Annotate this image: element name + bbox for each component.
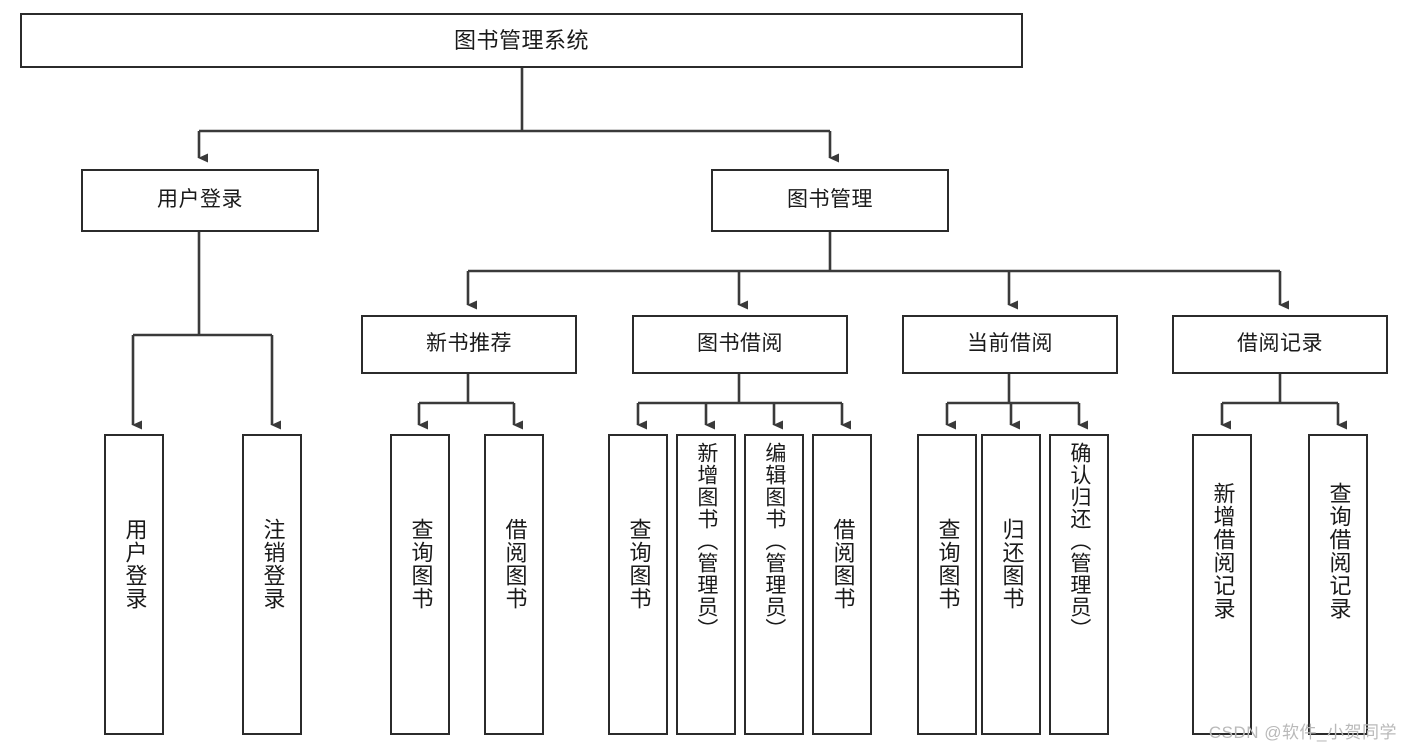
node-label: 编辑图书（管理员） bbox=[762, 442, 786, 640]
leaf-borrow-borrow-books[interactable]: 借阅图书 bbox=[812, 434, 872, 735]
node-label: 查询图书 bbox=[626, 518, 652, 610]
node-label: 新增图书（管理员） bbox=[694, 442, 718, 640]
node-borrowing-record[interactable]: 借阅记录 bbox=[1172, 315, 1388, 374]
node-label: 归还图书 bbox=[999, 518, 1025, 610]
node-label: 用户登录 bbox=[122, 518, 148, 610]
node-label: 图书管理系统 bbox=[453, 27, 589, 53]
node-current-borrowing[interactable]: 当前借阅 bbox=[902, 315, 1118, 374]
node-label: 新增借阅记录 bbox=[1210, 482, 1236, 620]
node-label: 新书推荐 bbox=[426, 332, 512, 356]
node-label: 查询图书 bbox=[408, 518, 434, 610]
node-label: 图书借阅 bbox=[697, 332, 783, 356]
node-book-borrowing[interactable]: 图书借阅 bbox=[632, 315, 848, 374]
node-label: 用户登录 bbox=[157, 188, 243, 212]
leaf-borrow-edit-book-admin[interactable]: 编辑图书（管理员） bbox=[744, 434, 804, 735]
leaf-user-login-logout[interactable]: 注销登录 bbox=[242, 434, 302, 735]
leaf-borrow-add-book-admin[interactable]: 新增图书（管理员） bbox=[676, 434, 736, 735]
node-label: 查询图书 bbox=[935, 518, 961, 610]
node-new-book-recommendation[interactable]: 新书推荐 bbox=[361, 315, 577, 374]
node-label: 当前借阅 bbox=[967, 332, 1053, 356]
leaf-record-add-borrow-record[interactable]: 新增借阅记录 bbox=[1192, 434, 1252, 735]
node-root-book-management-system[interactable]: 图书管理系统 bbox=[20, 13, 1023, 68]
node-label: 图书管理 bbox=[787, 188, 873, 212]
node-label: 查询借阅记录 bbox=[1326, 482, 1352, 620]
node-label: 借阅图书 bbox=[502, 518, 528, 610]
leaf-new-book-borrow-books[interactable]: 借阅图书 bbox=[484, 434, 544, 735]
leaf-borrow-query-books[interactable]: 查询图书 bbox=[608, 434, 668, 735]
leaf-new-book-query-books[interactable]: 查询图书 bbox=[390, 434, 450, 735]
node-user-login[interactable]: 用户登录 bbox=[81, 169, 319, 232]
leaf-user-login-login[interactable]: 用户登录 bbox=[104, 434, 164, 735]
leaf-current-return-books[interactable]: 归还图书 bbox=[981, 434, 1041, 735]
leaf-current-confirm-return-admin[interactable]: 确认归还（管理员） bbox=[1049, 434, 1109, 735]
node-label: 确认归还（管理员） bbox=[1067, 442, 1091, 640]
node-book-management[interactable]: 图书管理 bbox=[711, 169, 949, 232]
leaf-record-query-borrow-record[interactable]: 查询借阅记录 bbox=[1308, 434, 1368, 735]
leaf-current-query-books[interactable]: 查询图书 bbox=[917, 434, 977, 735]
node-label: 借阅图书 bbox=[830, 518, 856, 610]
node-label: 借阅记录 bbox=[1237, 332, 1323, 356]
node-label: 注销登录 bbox=[260, 518, 286, 610]
